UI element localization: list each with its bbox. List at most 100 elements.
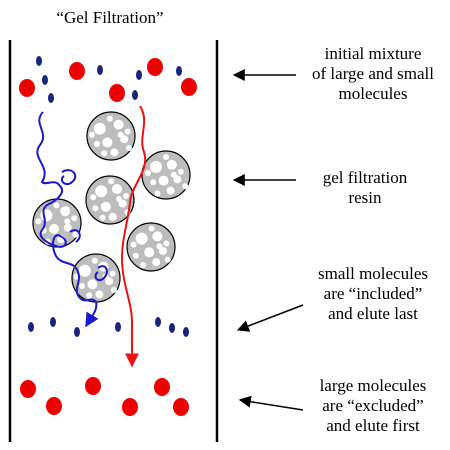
small-molecule-loop [94,265,108,282]
bead-pore [100,201,111,212]
bead-pore [118,199,127,208]
small-molecule [36,56,42,66]
bead-pore [99,214,106,221]
bead-pore [113,119,124,130]
large-molecule [173,398,189,416]
small-molecule [155,317,161,327]
small-molecule [28,322,34,332]
label-line: and elute last [328,304,418,323]
bead-pore [170,171,177,178]
bead-pore [124,128,131,135]
small-molecule [48,93,54,103]
bead-pore [144,247,155,258]
bead-pore [173,175,182,184]
bead-pore [120,135,129,144]
bead-pore [105,277,114,286]
large-molecule [85,377,101,395]
bead-pore [111,287,117,293]
bead-pore [116,196,122,202]
bead-pore [60,206,71,217]
bead-pore [102,137,113,148]
bead-pore [140,262,146,268]
bead-pore [92,205,99,212]
small-molecule-loop [60,169,77,186]
bead-pore [40,209,53,222]
arrow-small-molecules [236,304,304,332]
label-large-molecules: large molecules are “excluded” and elute… [298,376,448,436]
bead-pore [163,240,170,247]
label-line: large molecules [319,376,427,395]
small-molecule-path [36,111,99,328]
label-line: small molecules [317,264,428,283]
diagram-title: “Gel Filtration” [56,8,164,27]
bead-pore [123,193,129,199]
bead-pore [94,141,100,147]
gel-filtration-resin [32,111,191,303]
bead-pore [159,247,167,255]
arrow-large-molecules [238,395,304,411]
bead-pore [166,186,175,195]
bead-pore [49,224,59,234]
large-molecule-path [120,105,147,368]
small-molecule [169,323,175,333]
bead-pore [117,131,124,138]
bead-pore [150,179,157,186]
bead-pore [71,215,78,222]
bead-pore [95,290,104,299]
bead-pore [86,292,93,299]
bead-pore [154,190,161,197]
label-line: molecules [338,84,408,103]
bead-pore [72,231,79,238]
label-initial-mixture: initial mixture of large and small molec… [298,44,448,104]
small-molecule [97,65,103,75]
bead-pore [53,202,60,209]
bead-pore [126,145,132,151]
bead-pore [87,279,98,290]
bead-pore [108,178,115,185]
large-molecule [109,84,125,102]
small-molecule [42,75,48,85]
bead-pore [101,150,108,157]
initial-mixture [19,56,197,103]
small-molecule [183,327,189,337]
small-molecule [176,66,182,76]
bead-pore [152,258,161,267]
bead-pore [135,232,148,245]
large-molecule [19,79,35,97]
large-molecule [69,62,85,80]
bead-pore [90,194,97,201]
large-molecule [46,397,62,415]
bead-pore [166,159,177,170]
bead-pore [148,225,155,232]
bead-pore [130,241,137,248]
large-molecule [181,78,197,96]
bead-pore [132,252,139,259]
bead-pore [109,270,116,277]
bead-pore [88,131,95,138]
bead-pore [177,168,184,175]
label-line: are “excluded” [322,396,424,415]
bead-pore [106,115,113,122]
small-molecule [115,322,121,332]
bead-pore [163,154,169,160]
bead-pore [156,243,163,250]
bead-pore [79,283,85,289]
bead-pore [78,264,91,277]
large-molecule [122,398,138,416]
bead-pore [108,212,117,221]
label-line: resin [348,188,382,207]
bead-pore [150,161,162,173]
bead-pore [112,184,122,194]
small-molecule [74,327,80,337]
large-molecules-eluted [20,377,189,416]
bead-pore [182,183,189,190]
label-line: are “included” [323,284,423,303]
label-line: gel filtration [322,168,408,187]
large-molecule [20,380,36,398]
small-molecules-eluted [28,317,189,337]
small-molecule [132,90,138,100]
small-molecule-loop [69,229,81,243]
label-line: and elute first [326,416,420,435]
large-molecule [147,58,163,76]
